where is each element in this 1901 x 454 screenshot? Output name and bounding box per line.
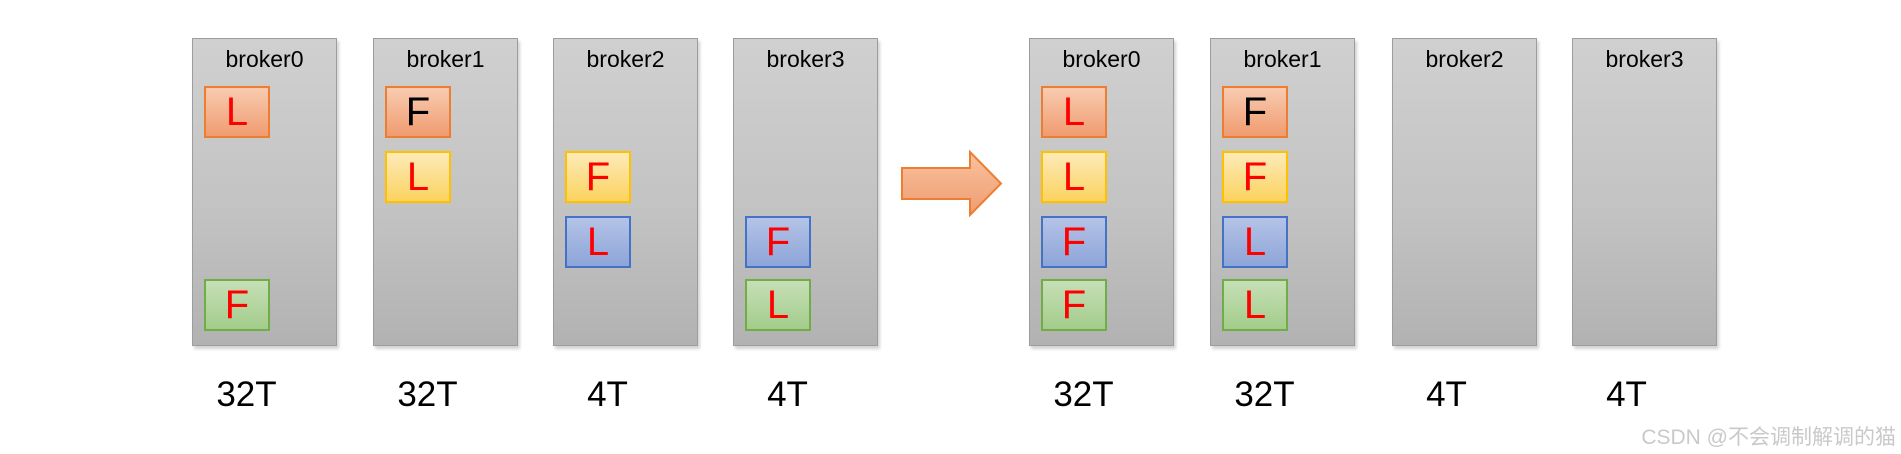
capacity-label: 4T bbox=[587, 375, 628, 414]
broker-title: broker0 bbox=[1062, 46, 1141, 72]
partition-box-green: F bbox=[1041, 279, 1107, 331]
broker-title: broker2 bbox=[586, 46, 665, 72]
partition-box-yellow: L bbox=[385, 151, 451, 203]
capacity-label: 32T bbox=[1234, 375, 1295, 414]
broker-title: broker2 bbox=[1425, 46, 1504, 72]
partition-box-orange: L bbox=[1041, 86, 1107, 138]
capacity-label: 4T bbox=[767, 375, 808, 414]
broker-column: broker2 bbox=[1392, 38, 1537, 346]
right-arrow-icon bbox=[901, 150, 1003, 217]
watermark: CSDN @不会调制解调的猫 bbox=[1641, 426, 1896, 449]
broker-title: broker0 bbox=[225, 46, 304, 72]
partition-box-yellow: F bbox=[1222, 151, 1288, 203]
partition-box-orange: F bbox=[385, 86, 451, 138]
partition-box-blue: L bbox=[565, 216, 631, 268]
partition-box-blue: F bbox=[1041, 216, 1107, 268]
partition-box-orange: L bbox=[204, 86, 270, 138]
broker-title: broker3 bbox=[766, 46, 845, 72]
partition-box-blue: L bbox=[1222, 216, 1288, 268]
partition-box-green: L bbox=[745, 279, 811, 331]
capacity-label: 32T bbox=[397, 375, 458, 414]
broker-title: broker3 bbox=[1605, 46, 1684, 72]
partition-box-green: F bbox=[204, 279, 270, 331]
partition-box-green: L bbox=[1222, 279, 1288, 331]
partition-box-blue: F bbox=[745, 216, 811, 268]
capacity-label: 4T bbox=[1606, 375, 1647, 414]
broker-title: broker1 bbox=[406, 46, 485, 72]
capacity-label: 32T bbox=[216, 375, 277, 414]
partition-box-orange: F bbox=[1222, 86, 1288, 138]
capacity-label: 32T bbox=[1053, 375, 1114, 414]
partition-box-yellow: F bbox=[565, 151, 631, 203]
capacity-label: 4T bbox=[1426, 375, 1467, 414]
broker-title: broker1 bbox=[1243, 46, 1322, 72]
broker-column: broker3 bbox=[1572, 38, 1717, 346]
partition-box-yellow: L bbox=[1041, 151, 1107, 203]
